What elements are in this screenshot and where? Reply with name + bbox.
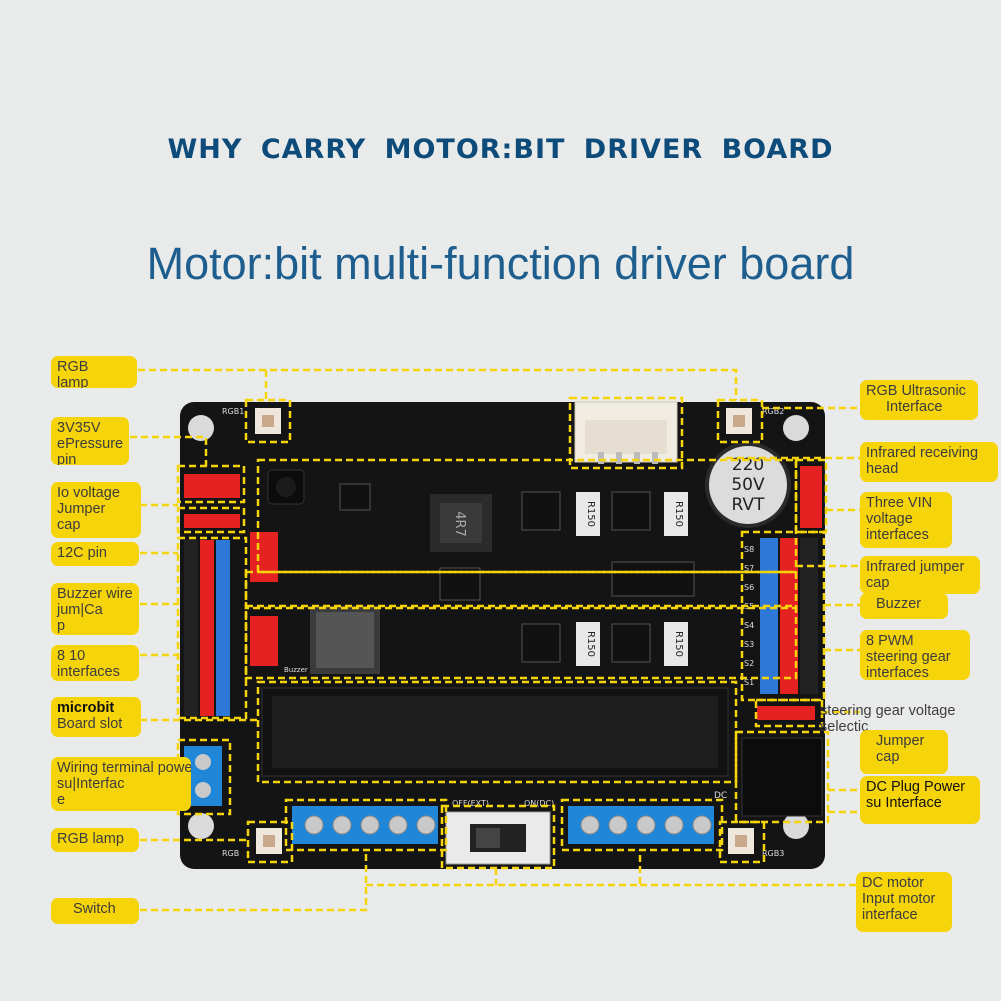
servo-port-label: S1 — [744, 678, 754, 687]
steering-voltage-jumper — [757, 706, 815, 720]
rgb-led-3 — [728, 828, 754, 854]
left-pin-headers — [184, 474, 240, 716]
callout-lines — [130, 368, 860, 912]
resistor-text: R150 — [673, 501, 684, 527]
silk-on-dc: ON(DC) — [524, 799, 554, 808]
servo-port-label: S4 — [744, 621, 754, 630]
buzzer-component — [310, 606, 380, 674]
rgb-led-1 — [255, 408, 281, 434]
right-pin-headers — [760, 466, 822, 694]
cap-text-3: RVT — [732, 495, 766, 515]
servo-port-label: S3 — [744, 640, 754, 649]
terminal-screw — [580, 815, 600, 835]
mounting-hole — [783, 415, 809, 441]
rgb-led-2 — [726, 408, 752, 434]
mounting-hole — [188, 813, 214, 839]
dc-jack — [741, 737, 823, 817]
buzzer-jumper — [250, 616, 278, 666]
rgb-led-bottom-left — [256, 828, 282, 854]
terminal-screw — [304, 815, 324, 835]
silk-rgb: RGB — [222, 849, 239, 858]
silk-rgb1: RGB1 — [222, 407, 244, 416]
silk-rgb2: RGB2 — [762, 407, 784, 416]
power-switch — [445, 811, 551, 865]
driver-chips: R150 R150 R150 R150 — [339, 483, 695, 666]
label-switch: Switch — [51, 898, 139, 924]
silk-dc: DC — [714, 791, 727, 801]
terminal-screw — [416, 815, 436, 835]
inductor-text: 4R7 — [452, 511, 467, 537]
label-i2c-pin: 12C pin — [51, 542, 139, 566]
resistor-text: R150 — [585, 501, 596, 527]
infrared-jumper — [250, 532, 278, 582]
electrolytic-capacitor: 220 50V RVT — [705, 442, 791, 528]
silk-rgb3: RGB3 — [762, 849, 784, 858]
cap-text-2: 50V — [731, 475, 765, 495]
silk-buzzer: Buzzer — [284, 666, 308, 674]
servo-port-label: S5 — [744, 602, 754, 611]
mounting-hole — [188, 415, 214, 441]
resistor-text: R150 — [585, 631, 596, 657]
terminal-screw — [636, 815, 656, 835]
terminal-screw — [608, 815, 628, 835]
terminal-screw — [664, 815, 684, 835]
label-rgb-lamp-bottom: RGB lamp — [51, 828, 139, 852]
terminal-screw — [388, 815, 408, 835]
servo-port-label: S7 — [744, 564, 754, 573]
terminal-screws — [304, 815, 712, 835]
microbit-slot — [261, 687, 729, 777]
page-title: Motor:bit multi-function driver board — [146, 238, 855, 289]
banner-title: WHY CARRY MOTOR:BIT DRIVER BOARD — [167, 134, 834, 165]
resistor-text: R150 — [673, 631, 684, 657]
terminal-screw — [692, 815, 712, 835]
terminal-screw — [360, 815, 380, 835]
servo-port-label: S6 — [744, 583, 754, 592]
servo-port-label: S8 — [744, 545, 754, 554]
terminal-screw — [332, 815, 352, 835]
label-buzzer: Buzzer — [860, 593, 948, 619]
inductor: 4R7 — [430, 494, 492, 552]
mounting-hole — [783, 813, 809, 839]
ultrasonic-connector — [574, 401, 678, 464]
servo-port-label: S2 — [744, 659, 754, 668]
infrared-receiver — [267, 469, 305, 505]
callout-boxes — [176, 396, 830, 870]
silk-off-ext: OFF(EXT) — [452, 799, 489, 808]
